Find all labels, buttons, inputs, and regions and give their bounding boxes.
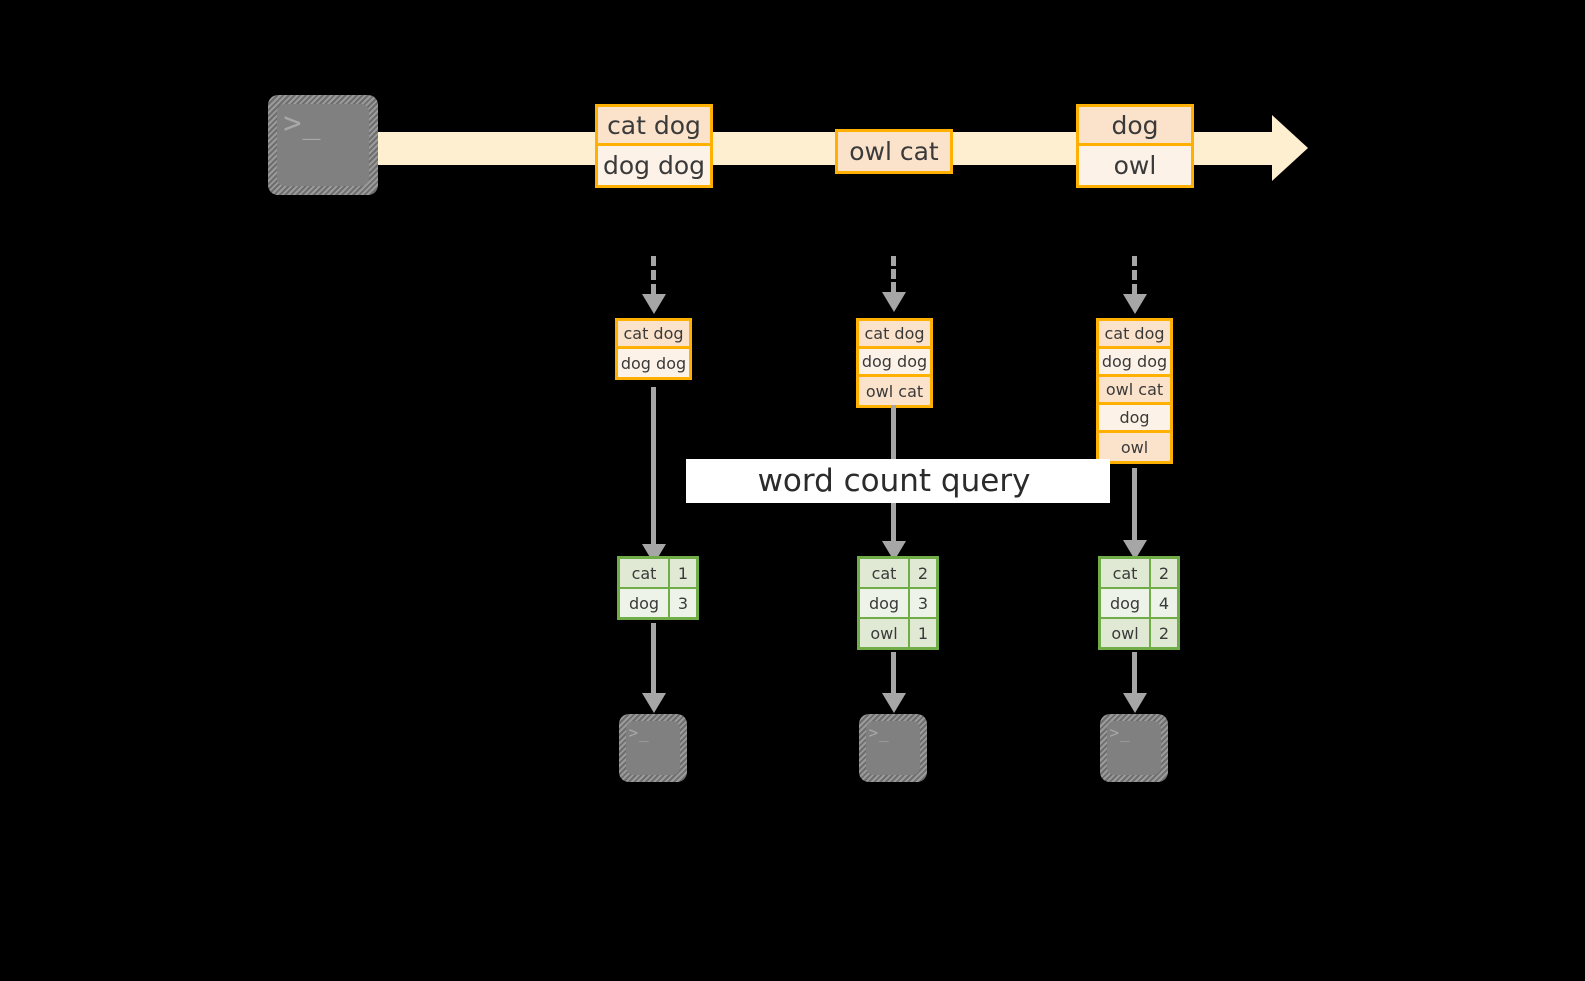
result-count: 1 [670,559,696,587]
stream-arrow-head [1272,115,1308,181]
result-word: dog [620,589,670,617]
result-word: owl [1101,619,1151,647]
result-word: owl [860,619,910,647]
result-count: 2 [910,559,936,587]
query-connector-3 [1132,468,1137,551]
result-table-2[interactable]: cat 2 dog 3 owl 1 [857,556,939,650]
result-word: cat [1101,559,1151,587]
consumer-terminal-screen [1107,721,1161,775]
stream-message-1[interactable]: cat dog dog dog [595,104,713,188]
terminal-prompt-icon: >_ [283,106,322,141]
result-count: 3 [670,589,696,617]
snapshot-2[interactable]: cat dog dog dog owl cat [856,318,933,408]
result-count: 2 [1151,619,1177,647]
snapshot-1[interactable]: cat dog dog dog [615,318,692,380]
stream-message-line: cat dog [598,107,710,146]
stream-message-3[interactable]: dog owl [1076,104,1194,188]
output-connector-3-head [1123,693,1147,713]
result-table-3[interactable]: cat 2 dog 4 owl 2 [1098,556,1180,650]
dashed-connector-1-head [642,294,666,314]
table-row: owl 2 [1101,619,1177,647]
dashed-connector-2 [891,256,896,292]
terminal-prompt-icon: >_ [628,722,650,742]
result-word: cat [620,559,670,587]
dashed-connector-3-head [1123,294,1147,314]
result-count: 2 [1151,559,1177,587]
snapshot-line: cat dog [859,321,930,349]
result-word: dog [1101,589,1151,617]
snapshot-line: dog dog [859,349,930,377]
table-row: dog 3 [860,589,936,619]
result-word: dog [860,589,910,617]
table-row: owl 1 [860,619,936,647]
snapshot-line: cat dog [618,321,689,349]
stream-message-2[interactable]: owl cat [835,129,953,174]
consumer-terminal-screen [626,721,680,775]
stream-message-line: dog dog [598,146,710,185]
dashed-connector-3 [1132,256,1137,294]
terminal-prompt-icon: >_ [868,722,890,742]
snapshot-line: owl [1099,433,1170,461]
output-connector-1 [651,623,656,695]
table-row: dog 4 [1101,589,1177,619]
query-label: word count query [757,463,1031,499]
snapshot-line: owl cat [859,377,930,405]
result-count: 1 [910,619,936,647]
result-word: cat [860,559,910,587]
snapshot-line: owl cat [1099,377,1170,405]
snapshot-line: dog dog [618,349,689,377]
snapshot-3[interactable]: cat dog dog dog owl cat dog owl [1096,318,1173,464]
result-count: 4 [1151,589,1177,617]
result-count: 3 [910,589,936,617]
stream-message-line: owl cat [838,132,950,171]
output-connector-2 [891,652,896,695]
output-connector-2-head [882,693,906,713]
table-row: cat 2 [860,559,936,589]
producer-terminal[interactable]: >_ [268,95,378,195]
consumer-terminal-screen [866,721,920,775]
table-row: cat 2 [1101,559,1177,589]
consumer-terminal-2[interactable]: >_ [859,714,927,782]
snapshot-line: dog [1099,405,1170,433]
consumer-terminal-3[interactable]: >_ [1100,714,1168,782]
output-connector-3 [1132,652,1137,695]
query-connector-3-head [1123,540,1147,560]
query-connector-1 [651,387,656,551]
producer-terminal-screen [277,104,369,186]
terminal-prompt-icon: >_ [1109,722,1131,742]
table-row: cat 1 [620,559,696,589]
snapshot-line: cat dog [1099,321,1170,349]
result-table-1[interactable]: cat 1 dog 3 [617,556,699,620]
consumer-terminal-1[interactable]: >_ [619,714,687,782]
dashed-connector-2-head [882,292,906,312]
table-row: dog 3 [620,589,696,617]
stream-message-line: owl [1079,146,1191,185]
stream-message-line: dog [1079,107,1191,146]
snapshot-line: dog dog [1099,349,1170,377]
query-banner: word count query [686,459,1110,503]
output-connector-1-head [642,693,666,713]
dashed-connector-1 [651,256,656,294]
